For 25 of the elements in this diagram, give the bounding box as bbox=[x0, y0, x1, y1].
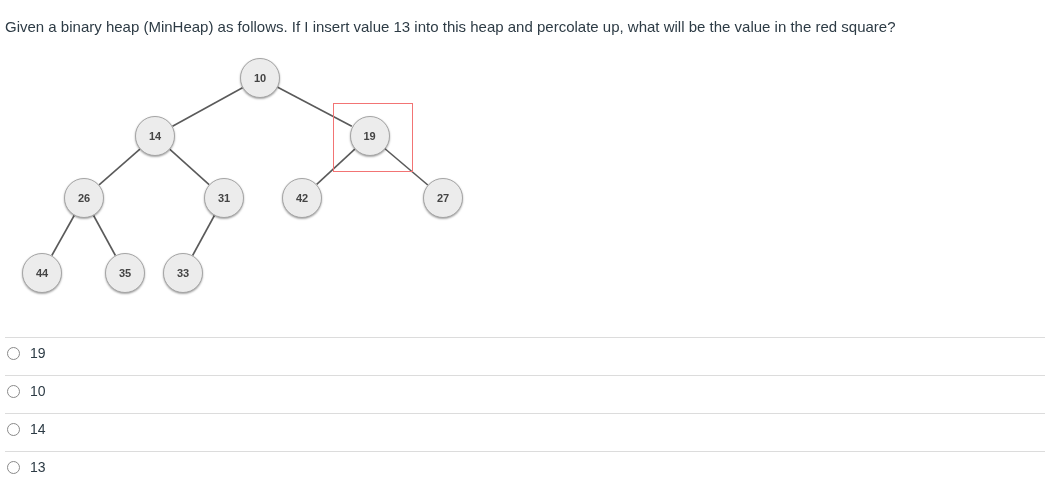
tree-node: 10 bbox=[240, 58, 280, 98]
answer-option: 19 bbox=[30, 345, 46, 361]
tree-edge bbox=[191, 214, 216, 257]
tree-edge bbox=[98, 148, 141, 186]
tree-node: 35 bbox=[105, 253, 145, 293]
tree-node: 19 bbox=[349, 115, 390, 156]
tree-edge bbox=[169, 148, 210, 186]
tree-edge bbox=[383, 147, 429, 186]
answer-option: 10 bbox=[30, 383, 46, 399]
tree-node: 14 bbox=[135, 116, 175, 156]
highlight-frame bbox=[333, 103, 413, 172]
question-text: Given a binary heap (MinHeap) as follows. If I insert value 13 into this heap and percolate up, what will be the value in the red square? bbox=[5, 18, 896, 36]
tree-edge bbox=[315, 148, 356, 186]
tree-node: 31 bbox=[204, 178, 244, 218]
answer-option: 13 bbox=[30, 459, 46, 475]
answer-option: 14 bbox=[30, 421, 46, 437]
tree-node: 26 bbox=[64, 178, 104, 218]
tree-node: 42 bbox=[282, 178, 322, 218]
tree-edge bbox=[51, 214, 75, 257]
tree-edge bbox=[276, 86, 353, 127]
tree-edge bbox=[171, 86, 244, 128]
tree-node: 44 bbox=[22, 253, 62, 293]
tree-edge bbox=[92, 214, 117, 257]
tree-node: 33 bbox=[163, 253, 203, 293]
tree-node: 27 bbox=[423, 178, 463, 218]
